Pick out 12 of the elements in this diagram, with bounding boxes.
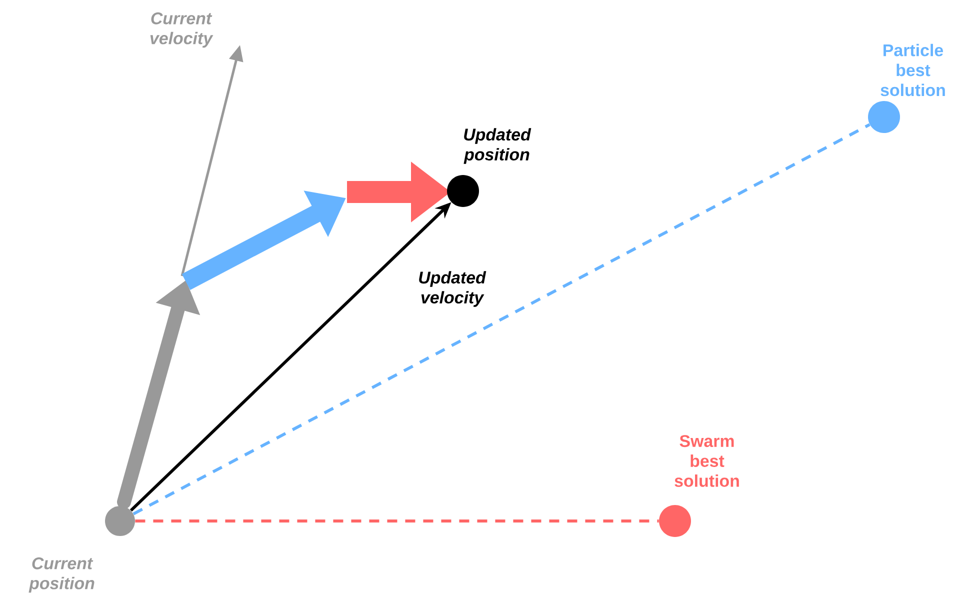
edge-label: Updated velocity [419, 271, 486, 307]
point-label: Updated position [464, 128, 532, 164]
connector-line [135, 520, 659, 522]
point-label: Swarm best solution [674, 435, 739, 487]
vector-label: Current velocity [150, 12, 214, 48]
point-marker [105, 506, 135, 536]
point-marker [659, 505, 691, 537]
point-marker [447, 175, 479, 207]
point-label: Current position [28, 557, 94, 593]
connector-line [132, 123, 870, 516]
point-marker [868, 101, 900, 133]
point-label: Particle best solution [880, 44, 945, 96]
